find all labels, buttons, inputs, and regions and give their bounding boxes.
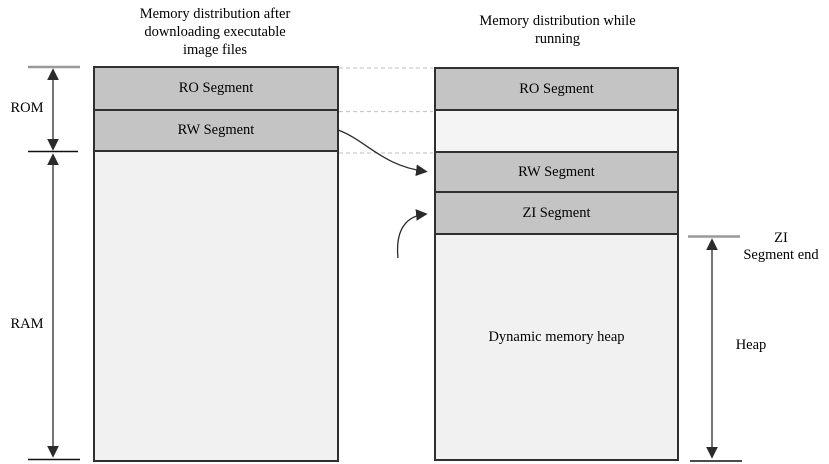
right-zi-segment: ZI Segment bbox=[436, 193, 677, 235]
ram-label: RAM bbox=[10, 316, 44, 332]
right-zi-segment-label: ZI Segment bbox=[522, 204, 591, 221]
left-ro-segment: RO Segment bbox=[95, 68, 337, 111]
left-ro-segment-label: RO Segment bbox=[178, 80, 254, 96]
right-heap-segment: Dynamic memory heap bbox=[436, 235, 677, 459]
right-ro-segment-label: RO Segment bbox=[519, 80, 594, 97]
left-rw-segment-label: RW Segment bbox=[177, 122, 255, 138]
right-heap-segment-label: Dynamic memory heap bbox=[488, 328, 625, 345]
right-column-title: Memory distribution while running bbox=[479, 13, 636, 47]
right-memory-column: RO Segment RW Segment ZI Segment Dynamic… bbox=[434, 67, 679, 461]
rom-label: ROM bbox=[10, 100, 44, 116]
right-ro-segment: RO Segment bbox=[436, 69, 677, 111]
left-memory-column: RO Segment RW Segment bbox=[93, 66, 339, 462]
right-reserved-gap bbox=[436, 111, 677, 153]
zi-segment-end-label: ZI Segment end bbox=[743, 230, 819, 263]
rw-copy-curved-arrow bbox=[337, 129, 428, 177]
zi-init-curved-arrow bbox=[396, 209, 428, 259]
heap-label: Heap bbox=[735, 337, 767, 353]
right-rw-segment: RW Segment bbox=[436, 153, 677, 193]
left-column-title: Memory distribution after downloading ex… bbox=[139, 6, 291, 58]
left-ram-free-area bbox=[95, 152, 337, 460]
left-rw-segment: RW Segment bbox=[95, 111, 337, 152]
right-rw-segment-label: RW Segment bbox=[518, 163, 595, 180]
